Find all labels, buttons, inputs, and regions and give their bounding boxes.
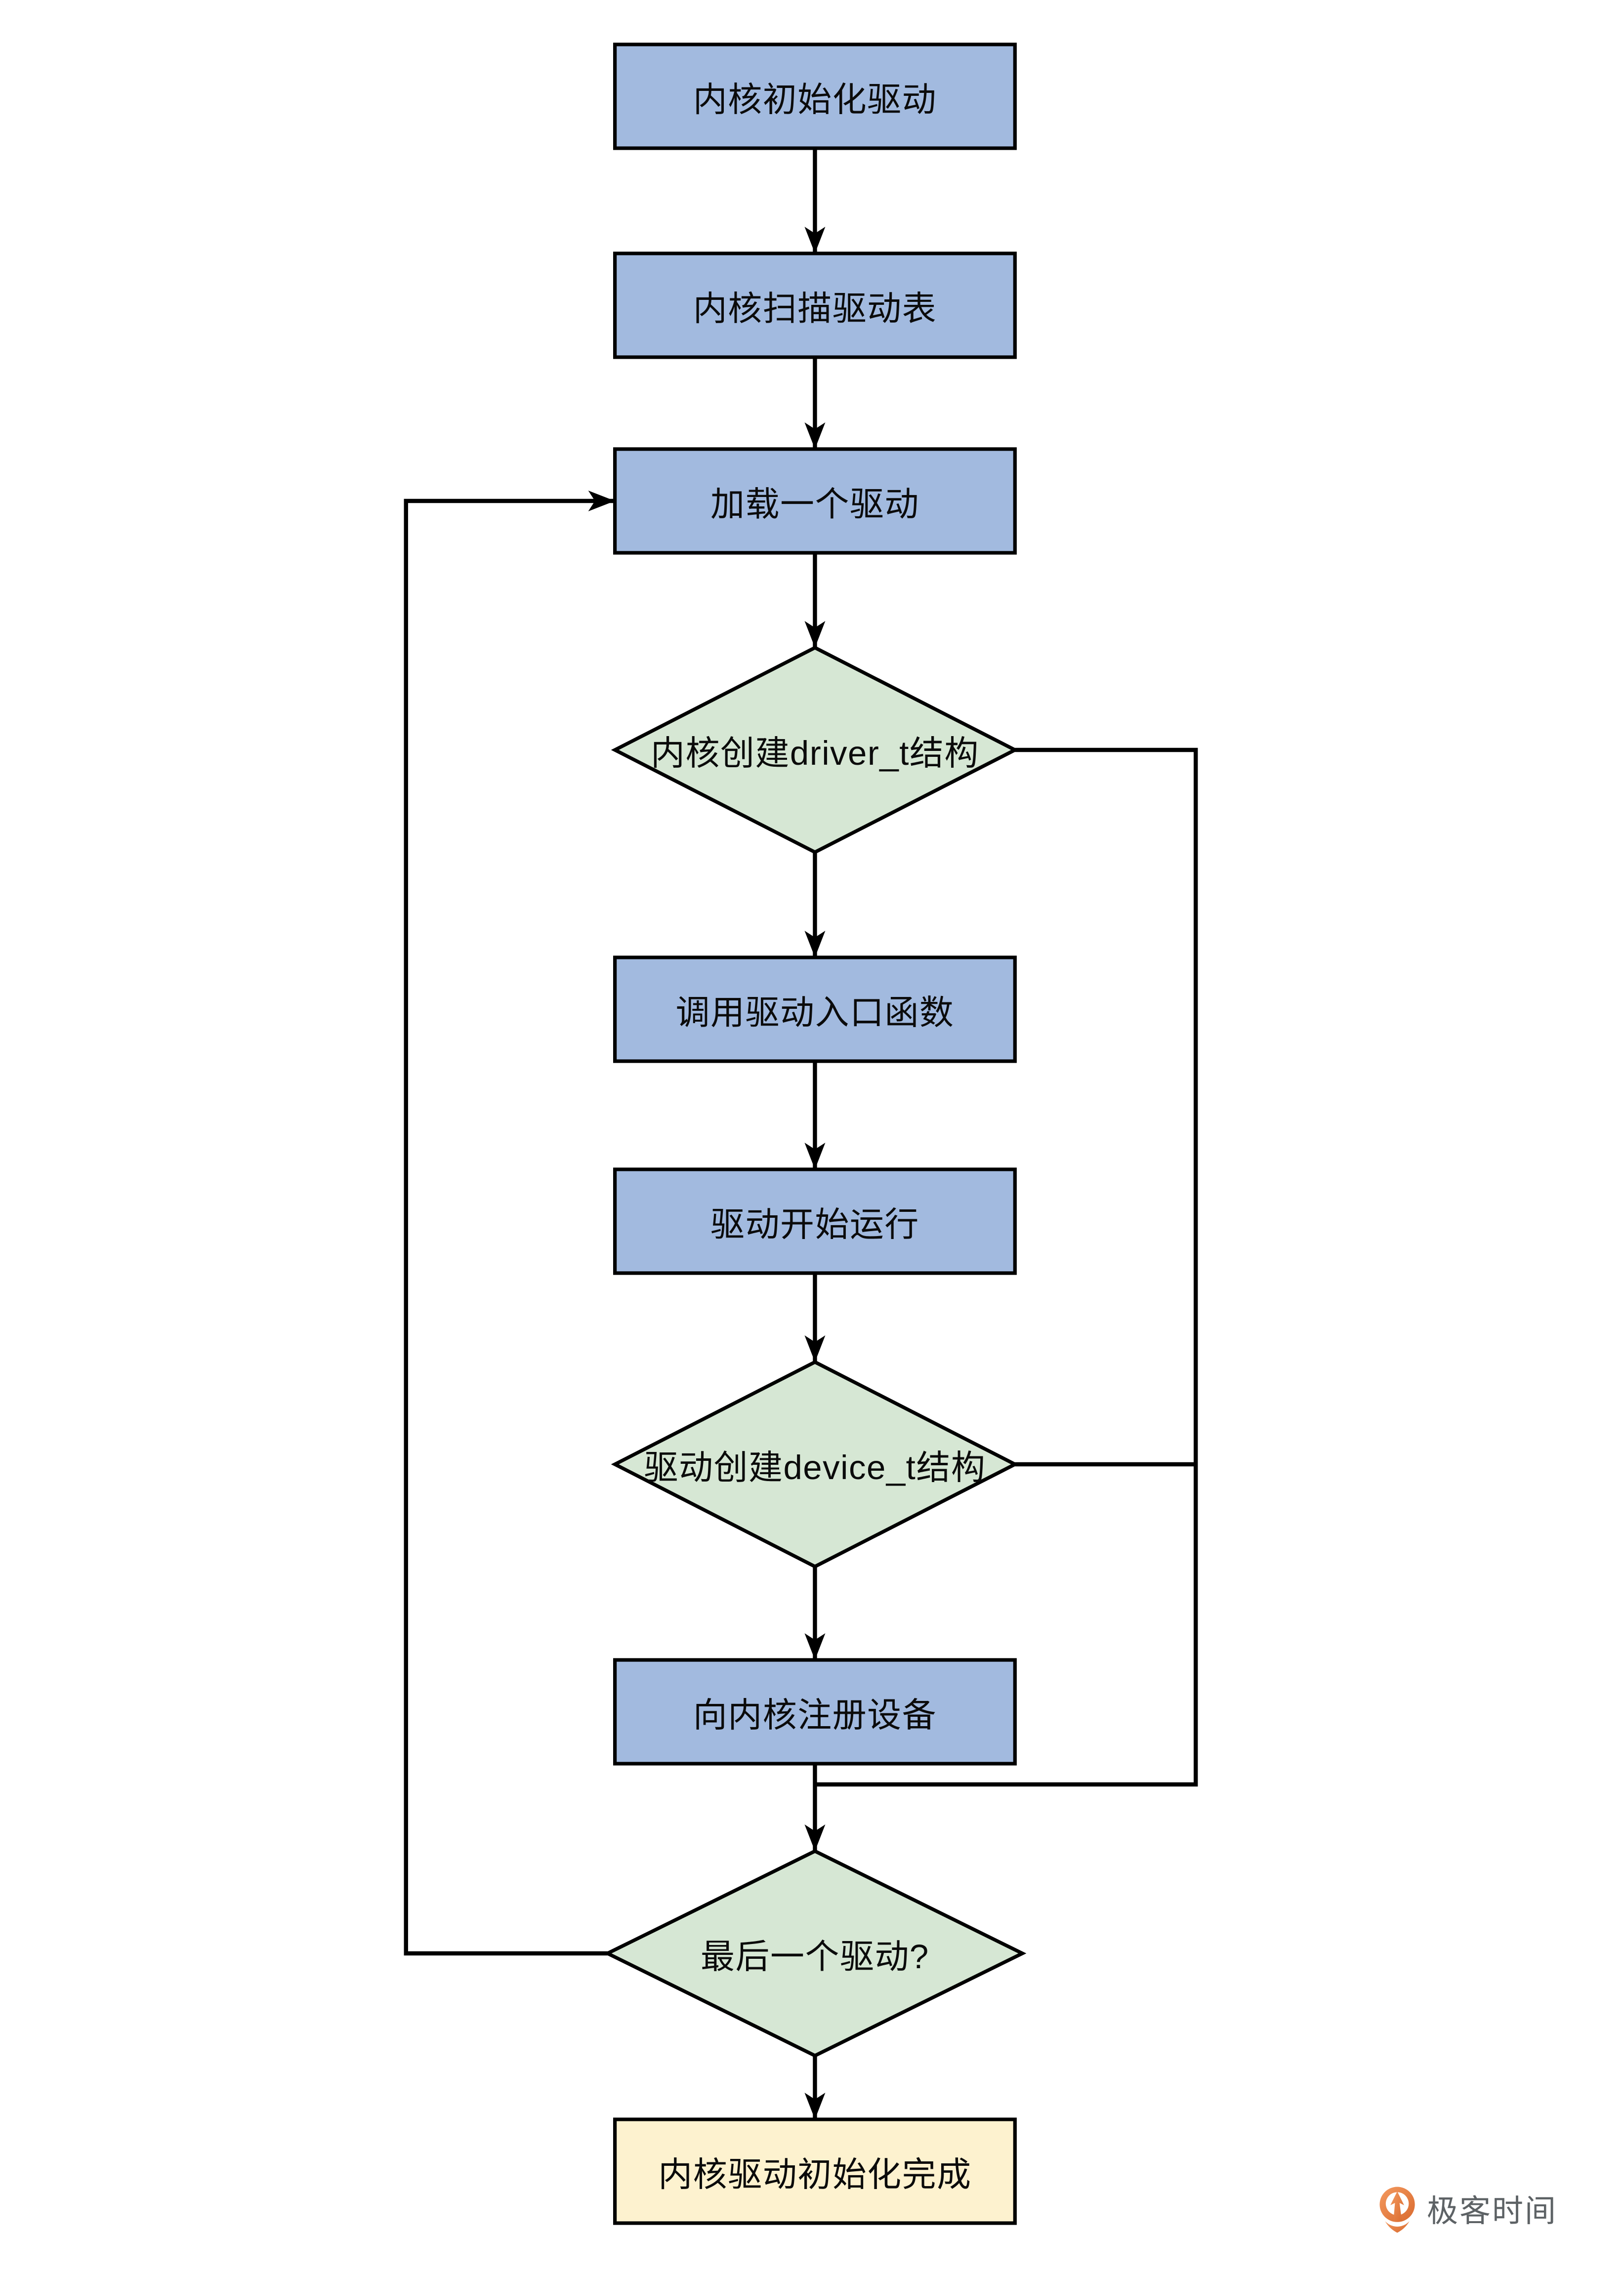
node-init-done-shape (613, 2117, 1017, 2225)
edge-last-driver-loop-to-load-driver (404, 491, 615, 1956)
node-create-device-label: 驱动创建device_t结构 (644, 1448, 986, 1487)
node-scan-table-label: 内核扫描驱动表 (693, 289, 937, 328)
node-init-done-label: 内核驱动初始化完成 (658, 2155, 972, 2193)
node-kernel-init-shape (613, 42, 1017, 150)
geektime-logo-icon (1379, 2187, 1415, 2233)
node-register-dev-label: 向内核注册设备 (693, 1696, 937, 1734)
node-last-driver-label: 最后一个驱动? (701, 1937, 929, 1976)
node-register-dev-shape (613, 1658, 1017, 1766)
edge-create-driver-right-bypass (815, 747, 1198, 1787)
geektime-logo: 极客时间 (1378, 2185, 1557, 2235)
node-call-entry-label: 调用驱动入口函数 (675, 993, 955, 1032)
node-create-driver-label: 内核创建driver_t结构 (650, 734, 979, 772)
node-create-device-shape (611, 1360, 1019, 1569)
node-load-driver-label: 加载一个驱动 (710, 485, 919, 523)
node-driver-run-label: 驱动开始运行 (710, 1205, 919, 1243)
node-last-driver-shape (603, 1849, 1027, 2058)
node-kernel-init-label: 内核初始化驱动 (693, 80, 937, 119)
node-driver-run-shape (613, 1167, 1017, 1275)
node-call-entry-shape (613, 955, 1017, 1063)
geektime-logo-text: 极客时间 (1427, 2195, 1557, 2229)
node-create-driver-shape (611, 645, 1019, 855)
node-scan-table-shape (613, 251, 1017, 359)
node-load-driver-shape (613, 447, 1017, 555)
